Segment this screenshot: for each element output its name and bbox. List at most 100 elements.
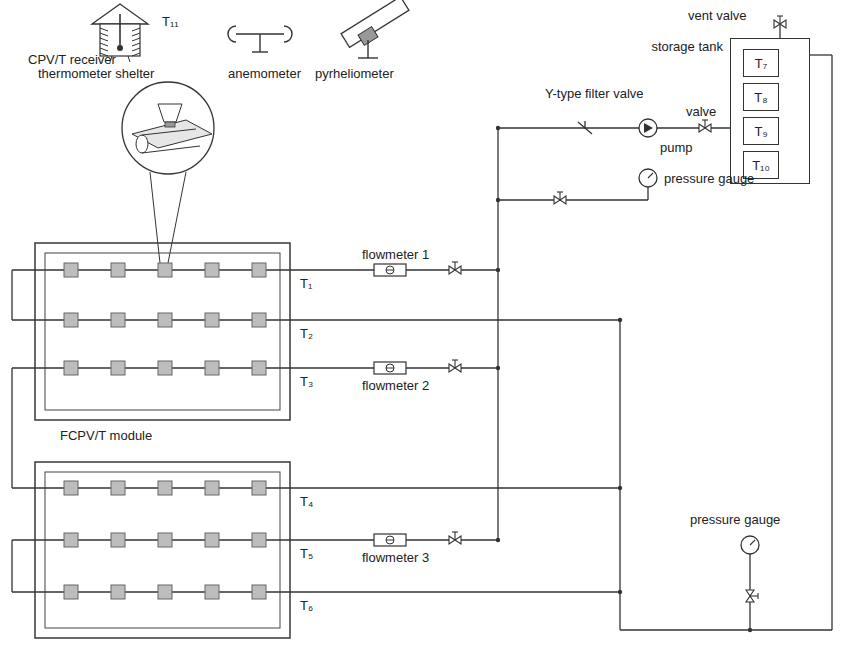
shelter-louvre [132, 43, 140, 46]
pyrheliometer-stand [358, 57, 378, 58]
return-pipe [619, 320, 620, 630]
receiver-square [158, 361, 172, 375]
flowmeter-label: flowmeter 2 [362, 378, 429, 393]
receiver-square [205, 533, 219, 547]
flowmeter-label: flowmeter 1 [362, 247, 429, 262]
sensor-label: T₈ [754, 90, 767, 105]
pressure-gauge-needle [750, 540, 755, 545]
receiver-square [205, 313, 219, 327]
sensor-box: T₉ [743, 117, 779, 145]
temperature-label: T₄ [300, 494, 313, 509]
sensor-label: T₉ [754, 124, 767, 139]
receiver-square [64, 361, 78, 375]
receiver-square [158, 533, 172, 547]
temperature-label: T₁ [300, 276, 312, 291]
valve-stem [454, 360, 455, 368]
valve-stem [559, 192, 560, 200]
callout-label: CPV/T receiver [28, 52, 116, 67]
receiver-square [205, 481, 219, 495]
pump-symbol [639, 119, 657, 137]
shelter-louvre [100, 33, 108, 36]
temperature-label: T₆ [300, 598, 313, 613]
receiver-square [205, 361, 219, 375]
valve-stem [704, 120, 705, 128]
flowmeter-symbol [374, 264, 406, 276]
receiver-square [64, 533, 78, 547]
receiver-square [252, 263, 266, 277]
instrument-label: pyrheliometer [315, 66, 394, 81]
thermometer-tube [119, 14, 121, 46]
vent-pipe [779, 24, 780, 38]
module-row-pipe [12, 319, 620, 320]
pyrheliometer-tube [341, 0, 409, 47]
valve-label: valve [686, 104, 716, 119]
valve-stem [454, 532, 455, 540]
shelter-louvre [132, 48, 140, 51]
valve-stem [452, 261, 458, 262]
valve-stem [750, 595, 758, 596]
valve-stem [702, 119, 708, 120]
receiver-square [205, 585, 219, 599]
valve-label: Y-type filter valve [545, 86, 644, 101]
shelter-louvre [100, 38, 108, 41]
pump-label: pump [660, 140, 693, 155]
flowmeter-symbol [386, 266, 394, 274]
receiver-square [111, 263, 125, 277]
gauge-pipe [647, 187, 648, 200]
module-row-pipe [12, 487, 620, 488]
receiver-square [158, 313, 172, 327]
shelter-louvre [132, 33, 140, 36]
module-label: FCPV/T module [60, 428, 152, 443]
shelter-leg [128, 56, 130, 62]
module-link-pipe [11, 368, 12, 488]
receiver-square [252, 361, 266, 375]
tank-label: storage tank [651, 39, 723, 54]
receiver-square [111, 361, 125, 375]
y-filter-symbol [578, 121, 592, 134]
pyrheliometer-stand [367, 40, 368, 58]
valve-stem [454, 262, 455, 270]
gauge-label: pressure gauge [690, 512, 780, 527]
temperature-label: T₅ [300, 546, 313, 561]
shelter-louvre [132, 38, 140, 41]
receiver-square [252, 313, 266, 327]
flowmeter-symbol [386, 368, 394, 369]
gauge-pipe [498, 199, 648, 200]
shelter-louvre [100, 43, 108, 46]
valve-label: vent valve [688, 8, 747, 23]
sensor-box: T₈ [743, 83, 779, 111]
supply-pipe [497, 128, 498, 540]
module-row-pipe [12, 591, 620, 592]
supply-pipe [498, 127, 730, 128]
pressure-gauge-symbol [639, 169, 657, 187]
module-frame [45, 253, 280, 410]
receiver-square [111, 481, 125, 495]
valve-stem [452, 531, 458, 532]
thermometer-bulb [117, 45, 123, 51]
receiver-square [252, 533, 266, 547]
return-pipe [810, 54, 832, 55]
anemometer-cup [284, 26, 292, 42]
anemometer-cup [228, 26, 236, 42]
flowmeter-symbol [386, 364, 394, 372]
valve-stem [557, 191, 563, 192]
pressure-gauge-symbol [741, 536, 759, 554]
sensor-label: T₇ [755, 56, 767, 71]
shelter-louvre [100, 48, 108, 51]
anemometer-base [252, 51, 268, 52]
receiver-square [111, 533, 125, 547]
flowmeter-symbol [386, 536, 394, 544]
receiver-funnel [158, 104, 182, 122]
receiver-square [64, 313, 78, 327]
flowmeter-symbol [374, 362, 406, 374]
module-link-pipe [11, 270, 12, 320]
sensor-box: T₇ [743, 49, 779, 77]
receiver-cell [165, 122, 175, 127]
return-pipe [831, 55, 832, 630]
pressure-gauge-needle [648, 173, 653, 178]
receiver-square [158, 585, 172, 599]
receiver-tube [142, 129, 196, 135]
receiver-tube [142, 146, 200, 153]
flowmeter-symbol [374, 534, 406, 546]
